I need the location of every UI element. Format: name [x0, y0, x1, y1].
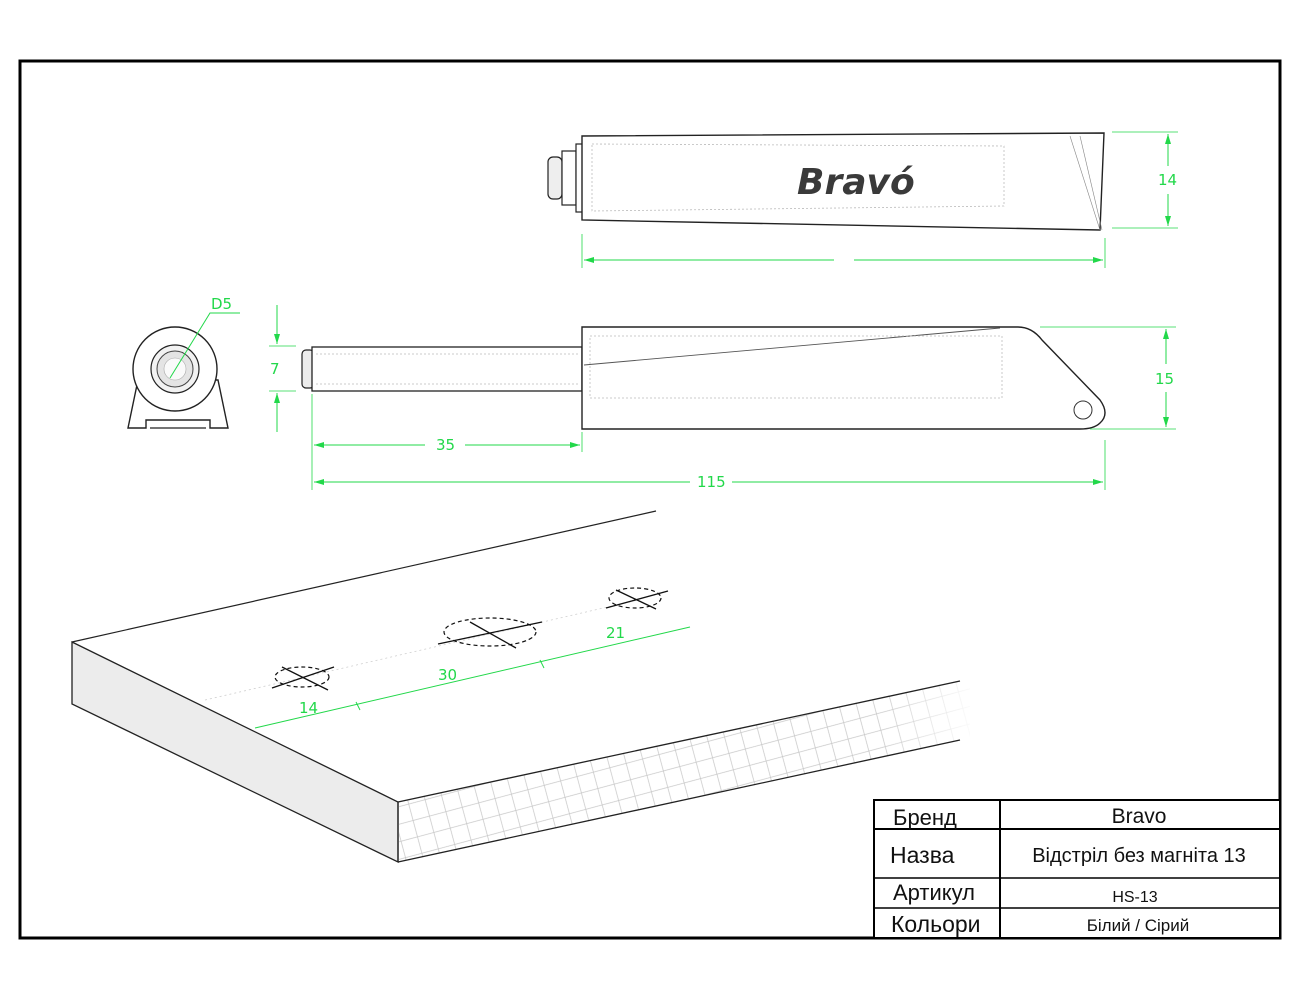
dim-diameter: D5: [211, 295, 232, 313]
side-view-plunger: [311, 346, 583, 392]
board-top-face: [72, 511, 970, 802]
dim-height-top: 14: [1158, 171, 1177, 189]
side-view-hinge-hole: [1073, 400, 1093, 420]
value-name: Відстріл без магніта 13: [1032, 845, 1246, 867]
dim-spacing-c: 21: [606, 624, 625, 642]
end-view: D5: [127, 295, 240, 429]
top-view-plunger-tip: [547, 156, 563, 200]
drawing-frame: [18, 59, 1282, 940]
dim-spacing-b: 30: [438, 666, 457, 684]
slot-marker: [443, 617, 537, 647]
bravo-logo: Bravó: [797, 162, 915, 203]
value-colors: Білий / Сірий: [1087, 916, 1190, 935]
label-brand: Бренд: [893, 805, 957, 830]
dim-height-side: 15: [1155, 370, 1174, 388]
dim-plunger-length: 35: [436, 436, 455, 454]
side-view: 7 15 35 115: [269, 305, 1176, 491]
label-colors: Кольори: [891, 911, 981, 937]
label-article: Артикул: [893, 880, 975, 905]
value-article: HS-13: [1112, 889, 1157, 906]
label-name: Назва: [890, 842, 955, 868]
side-view-body: [581, 326, 1106, 430]
dim-plunger-height: 7: [270, 360, 280, 378]
dim-total-length: 115: [697, 473, 726, 491]
title-block: Бренд Bravo Назва Відстріл без магніта 1…: [873, 799, 1281, 939]
board-view: 14 30 21: [71, 510, 970, 864]
top-view: Bravó 14: [547, 131, 1178, 268]
hole-marker: [608, 587, 662, 609]
dim-spacing-a: 14: [299, 699, 318, 717]
value-brand: Bravo: [1112, 805, 1167, 828]
hole-marker: [274, 666, 330, 688]
